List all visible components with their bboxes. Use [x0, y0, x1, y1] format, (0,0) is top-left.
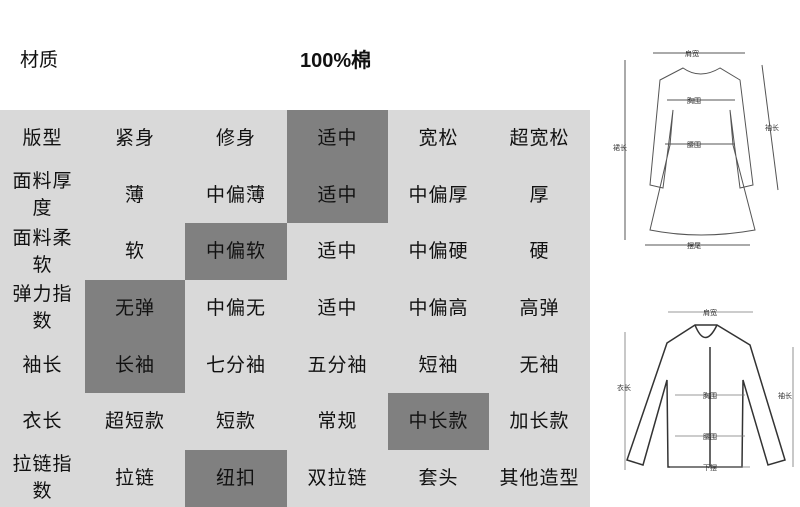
- option-cell: 中偏高: [408, 296, 469, 319]
- dress-sleeve-label: 袖长: [765, 123, 779, 132]
- option-cell: 紧身: [114, 126, 155, 149]
- option-cell: 中偏硬: [408, 240, 469, 263]
- option-cell: 中偏无: [205, 296, 266, 319]
- dress-shoulder-label: 肩宽: [685, 49, 699, 58]
- option-cell: 短袖: [418, 353, 459, 376]
- option-cell: 薄: [124, 183, 145, 206]
- option-cell: 适中: [317, 240, 358, 263]
- option-cell-selected: 适中: [287, 110, 388, 167]
- option-cell: 高弹: [519, 296, 560, 319]
- dress-chest-label: 胸围: [687, 96, 701, 105]
- row-header: 面料柔软: [12, 226, 73, 276]
- shirt-length-label: 衣长: [617, 383, 631, 392]
- option-cell: 修身: [215, 126, 256, 149]
- option-cell-selected: 中长款: [388, 393, 489, 451]
- option-cell: 五分袖: [307, 353, 368, 376]
- shirt-waist-label: 腰围: [703, 433, 717, 441]
- option-cell: 超短款: [104, 410, 165, 433]
- option-cell: 加长款: [509, 410, 570, 433]
- option-cell: 中偏薄: [205, 183, 266, 206]
- option-cell: 双拉链: [307, 466, 368, 489]
- option-cell-selected: 纽扣: [185, 450, 287, 507]
- material-label: 材质: [20, 49, 59, 71]
- dress-size-diagram: 肩宽 胸围 腰围 袖长 裙长 摆尾: [613, 49, 779, 250]
- row-header: 版型: [22, 126, 63, 149]
- material-value: 100%棉: [300, 50, 372, 72]
- shirt-sleeve-label: 袖长: [778, 391, 792, 400]
- option-cell: 套头: [418, 466, 459, 489]
- dress-hem-label: 摆尾: [687, 241, 701, 250]
- option-cell: 软: [124, 240, 145, 263]
- option-cell-selected: 适中: [287, 166, 388, 224]
- shirt-size-diagram: 肩宽 衣长 胸围 腰围 袖长 下摆: [617, 308, 794, 472]
- option-cell: 无袖: [519, 353, 560, 376]
- shirt-hem-label: 下摆: [703, 463, 717, 472]
- option-cell: 厚: [529, 183, 550, 206]
- shirt-shoulder-label: 肩宽: [703, 308, 717, 317]
- row-header: 弹力指数: [12, 283, 73, 333]
- option-cell: 硬: [529, 240, 550, 263]
- row-header: 拉链指数: [12, 453, 73, 503]
- option-cell-selected: 长袖: [85, 336, 185, 394]
- dress-length-label: 裙长: [613, 143, 627, 152]
- option-cell-selected: 中偏软: [185, 223, 287, 281]
- spec-table: 版型紧身修身适中宽松超宽松面料厚度薄中偏薄适中中偏厚厚面料柔软软中偏软适中中偏硬…: [0, 110, 590, 507]
- option-cell: 超宽松: [509, 126, 570, 149]
- option-cell: 适中: [317, 296, 358, 319]
- option-cell: 拉链: [114, 466, 155, 489]
- shirt-chest-label: 胸围: [703, 391, 717, 400]
- option-cell-selected: 无弹: [85, 280, 185, 337]
- option-cell: 短款: [215, 410, 256, 433]
- row-header: 衣长: [22, 410, 63, 433]
- dress-waist-label: 腰围: [687, 141, 701, 149]
- row-header: 面料厚度: [12, 170, 73, 220]
- option-cell: 其他造型: [499, 466, 580, 489]
- option-cell: 宽松: [418, 126, 459, 149]
- row-header: 袖长: [22, 353, 63, 376]
- option-cell: 常规: [317, 410, 358, 433]
- option-cell: 七分袖: [205, 353, 266, 376]
- option-cell: 中偏厚: [408, 183, 469, 206]
